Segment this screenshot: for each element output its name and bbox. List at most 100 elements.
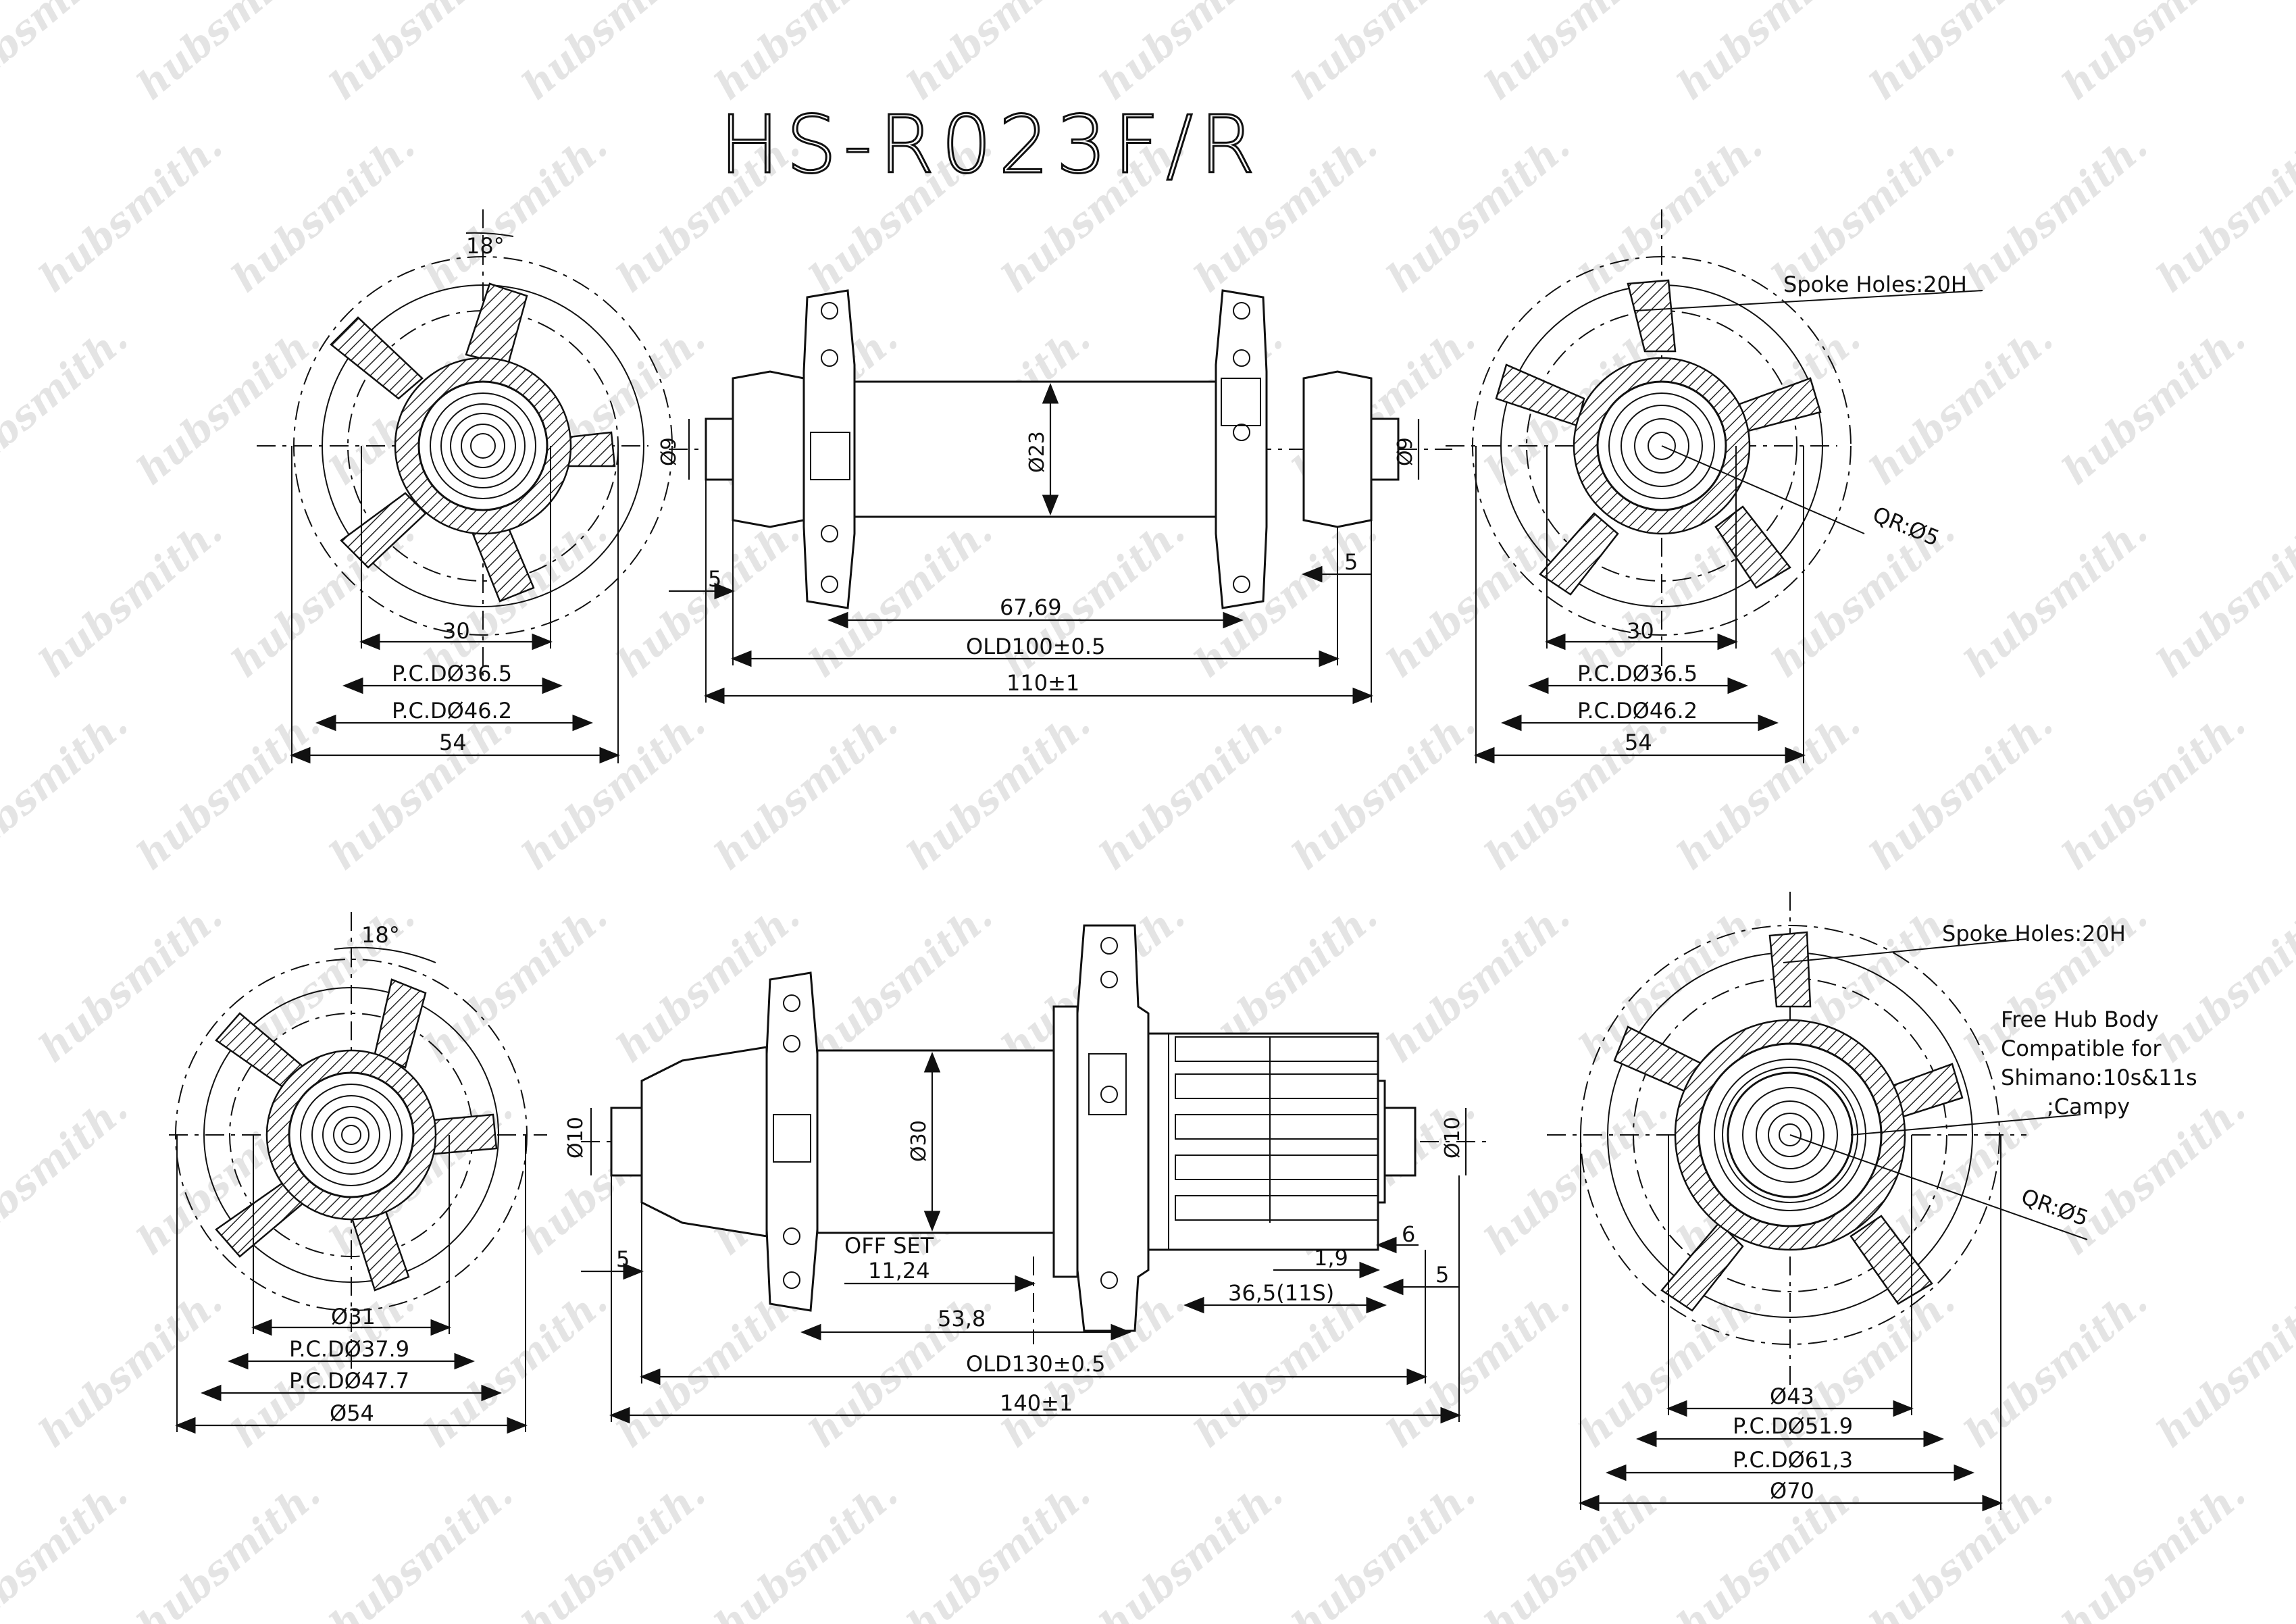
front-axle-left: Ø9 [657,437,681,466]
watermark-text: hubsmith. [1956,122,2156,301]
watermark-text: hubsmith. [2053,0,2254,109]
front-end-right: 5 [1344,549,1358,575]
watermark-text: hubsmith. [415,507,616,686]
watermark-text: hubsmith. [30,1277,231,1456]
rear-left-pcd-large: P.C.DØ47.7 [289,1368,409,1394]
rear-right-pcd-large: P.C.DØ61,3 [1733,1447,1853,1473]
front-right-pcd-small: P.C.DØ36.5 [1577,661,1698,686]
rear-axle-right: Ø10 [1441,1117,1464,1159]
rear-qr: QR:Ø5 [2018,1184,2092,1232]
watermark-text: hubsmith. [321,0,521,109]
watermark-text: hubsmith. [2053,700,2254,878]
rear-axle-left: Ø10 [564,1117,588,1159]
watermark-text: hubsmith. [706,700,907,878]
watermark-text: hubsmith. [2148,1277,2296,1456]
watermark-text: hubsmith. [2148,122,2296,301]
watermark-text: hubsmith. [223,122,424,301]
watermark-text: hubsmith. [1091,1470,1292,1624]
watermark-text: hubsmith. [128,700,329,878]
watermark-text: hubsmith. [800,892,1001,1071]
rear-left-inner: Ø31 [331,1304,376,1329]
watermark-text: hubsmith. [0,315,136,493]
front-body-dia: Ø23 [1025,431,1049,473]
front-left-dim-inner: 30 [442,618,470,644]
watermark-text: hubsmith. [1668,1470,1869,1624]
watermark-text: hubsmith. [1956,507,2156,686]
watermark-text: hubsmith. [1476,700,1677,878]
watermark-text: hubsmith. [1861,315,2062,493]
watermark-text: hubsmith. [0,1085,136,1263]
watermark-text: hubsmith. [1091,700,1292,878]
rear-end-left: 5 [616,1246,630,1272]
watermark-text: hubsmith. [321,1470,521,1624]
watermark-text: hubsmith. [1861,0,2062,109]
watermark-text: hubsmith. [0,0,136,109]
freehub-note-3: Shimano:10s&11s [2001,1065,2197,1090]
rear-freehub: 36,5(11S) [1228,1280,1334,1306]
freehub-note-2: Compatible for [2001,1036,2162,1061]
watermark-text: hubsmith. [30,122,231,301]
front-left-pcd-large: P.C.DØ46.2 [392,698,512,724]
watermark-text: hubsmith. [513,0,714,109]
watermark-text: hubsmith. [706,0,907,109]
watermark-text: hubsmith. [898,1470,1099,1624]
rear-end-right: 5 [1435,1262,1449,1288]
watermark-text: hubsmith. [1091,0,1292,109]
watermark-text: hubsmith. [1861,700,2062,878]
watermark-text: hubsmith. [1571,122,1771,301]
rear-flange-span: 53,8 [938,1306,986,1331]
freehub-note-1: Free Hub Body [2001,1007,2159,1032]
watermark-text: hubsmith. [415,892,616,1071]
front-right-inner: 30 [1627,618,1654,644]
rear-right-inner: Ø43 [1770,1384,1814,1409]
front-old: OLD100±0.5 [966,634,1105,659]
rear-left-pcd-small: P.C.DØ37.9 [289,1336,409,1362]
front-spoke-holes: Spoke Holes:20H [1783,272,1967,297]
watermark-text: hubsmith. [1378,892,1579,1071]
rear-hub-right-end-view: Spoke Holes:20H Free Hub Body Compatible… [1547,892,2197,1512]
watermark-text: hubsmith. [898,700,1099,878]
watermark-text: hubsmith. [30,507,231,686]
watermark-text: hubsmith. [1283,700,1484,878]
watermark-text: hubsmith. [1283,1470,1484,1624]
rear-right-pcd-small: P.C.DØ51.9 [1733,1413,1853,1439]
watermark-text: hubsmith. [415,122,616,301]
watermark-text: hubsmith. [1283,0,1484,109]
rear-step: 6 [1402,1221,1415,1247]
watermark-text: hubsmith. [2053,315,2254,493]
front-right-pcd-large: P.C.DØ46.2 [1577,698,1698,724]
front-left-pcd-small: P.C.DØ36.5 [392,661,512,686]
rear-spacer: 1,9 [1314,1245,1348,1271]
watermark-text: hubsmith. [706,1470,907,1624]
rear-spoke-holes: Spoke Holes:20H [1942,921,2126,946]
front-left-outer: 54 [439,730,467,755]
watermark-text: hubsmith. [898,0,1099,109]
front-hub-right-end-view: Spoke Holes:20H QR:Ø5 30 P.C.DØ36.5 P.C.… [1446,209,1983,764]
watermark-text: hubsmith. [2053,1470,2254,1624]
watermark-text: hubsmith. [1476,1470,1677,1624]
watermark-text: hubsmith. [0,700,136,878]
rear-angle-label: 18° [361,922,400,948]
front-hub-side-view: Ø23 Ø9 Ø9 5 5 67,69 OLD100±0.5 110±1 [657,289,1452,705]
rear-offset-value: 11,24 [868,1258,930,1284]
watermark-text: hubsmith. [1956,1277,2156,1456]
rear-old: OLD130±0.5 [966,1351,1105,1377]
page-title: HS-R023F/R [719,98,1262,191]
watermark-text: hubsmith. [321,700,521,878]
front-right-outer: 54 [1625,730,1652,755]
watermark-text: hubsmith. [1476,1085,1677,1263]
rear-hub-left-end-view: 18° Ø31 P.C.DØ37.9 P.C.DØ47.7 Ø54 [169,912,547,1434]
watermark-text: hubsmith. [1668,700,1869,878]
watermark-text: hubsmith. [513,1470,714,1624]
rear-body-dia: Ø30 [907,1120,931,1162]
front-end-left: 5 [708,566,721,592]
watermark-text: hubsmith. [128,1470,329,1624]
watermark-text: hubsmith. [513,700,714,878]
front-hub-left-end-view: 18° 30 P.C.DØ36.5 P.C.DØ46.2 54 [257,209,673,764]
rear-overall: 140±1 [1000,1390,1073,1416]
freehub-note-4: ;Campy [2047,1094,2130,1119]
watermark-text: hubsmith. [1378,122,1579,301]
front-flange-span: 67,69 [1000,594,1062,620]
rear-left-outer: Ø54 [330,1400,374,1426]
front-axle-right: Ø9 [1394,437,1417,466]
